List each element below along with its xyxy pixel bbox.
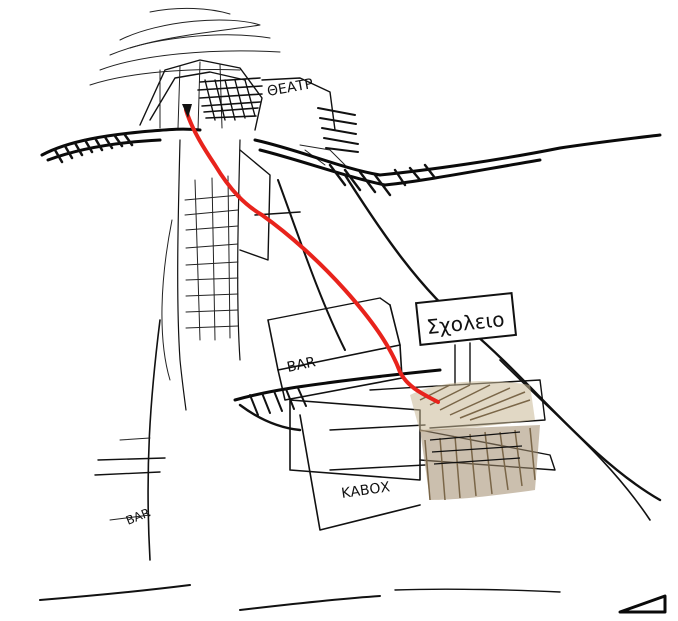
central-stair-structure — [162, 140, 270, 410]
bottom-ground-lines — [40, 585, 665, 612]
dark-hatched-band — [235, 370, 440, 430]
top-theatre-structure — [140, 60, 358, 165]
box-label: ΚΑΒΟΧ — [340, 479, 391, 502]
left-ridge — [42, 129, 200, 162]
right-ridge — [255, 135, 660, 195]
bar-right-label: BAR — [286, 354, 318, 376]
bar-building — [268, 298, 402, 400]
box-structure — [290, 380, 555, 530]
sky-scribbles — [90, 8, 280, 85]
